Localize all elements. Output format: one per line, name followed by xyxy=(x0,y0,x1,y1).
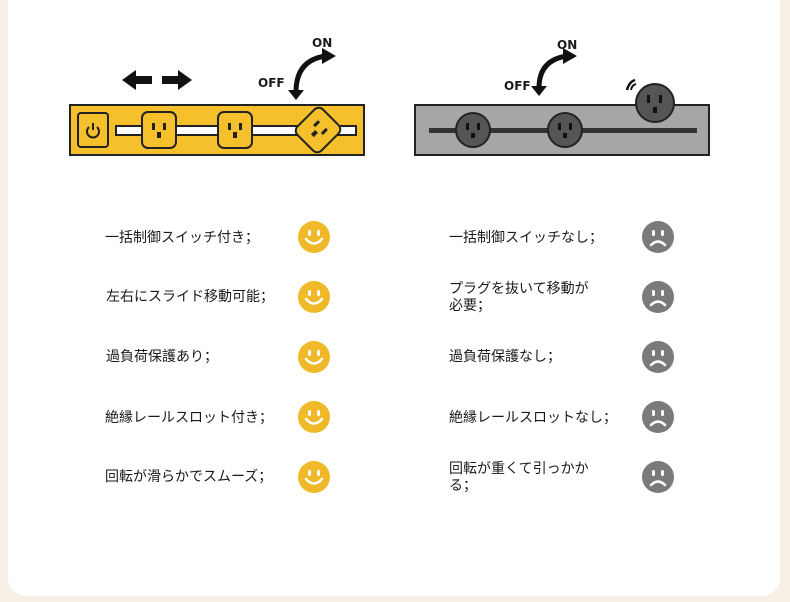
right-feature-4: 絶縁レールスロットなし； xyxy=(449,410,617,426)
rotate-arrow-icon xyxy=(531,48,577,96)
socket-icon xyxy=(625,78,675,123)
socket-icon xyxy=(294,106,342,154)
sad-face-icon xyxy=(642,461,674,493)
right-feature-2: プラグを抜いて移動が 必要； xyxy=(449,281,589,314)
sad-face-icon xyxy=(642,281,674,313)
power-switch xyxy=(77,112,109,148)
left-feature-1: 一括制御スイッチ付き； xyxy=(105,230,259,246)
sad-face-icon xyxy=(642,401,674,433)
smile-face-icon xyxy=(298,401,330,433)
socket-icon xyxy=(455,112,491,148)
smile-face-icon xyxy=(298,461,330,493)
smile-face-icon xyxy=(298,221,330,253)
right-on-label: ON xyxy=(557,38,578,52)
socket-icon xyxy=(217,111,253,149)
left-feature-2: 左右にスライド移動可能； xyxy=(106,289,274,305)
socket-icon xyxy=(547,112,583,148)
right-off-label: OFF xyxy=(504,79,531,93)
left-feature-4: 絶縁レールスロット付き； xyxy=(105,410,273,426)
smile-face-icon xyxy=(298,341,330,373)
socket-icon xyxy=(141,111,177,149)
left-right-arrow-icon xyxy=(122,70,192,90)
right-feature-1: 一括制御スイッチなし； xyxy=(449,230,603,246)
smile-face-icon xyxy=(298,281,330,313)
right-feature-3: 過負荷保護なし； xyxy=(449,349,561,365)
sad-face-icon xyxy=(642,341,674,373)
left-off-label: OFF xyxy=(258,76,285,90)
sad-face-icon xyxy=(642,221,674,253)
left-feature-3: 過負荷保護あり； xyxy=(106,349,218,365)
right-feature-5: 回転が重くて引っかか る； xyxy=(449,461,589,494)
left-illustration xyxy=(69,48,365,156)
right-illustration xyxy=(414,48,710,156)
rotate-arrow-icon xyxy=(288,48,336,100)
left-feature-5: 回転が滑らかでスムーズ； xyxy=(105,469,273,485)
power-icon xyxy=(86,123,100,139)
left-on-label: ON xyxy=(312,36,333,50)
